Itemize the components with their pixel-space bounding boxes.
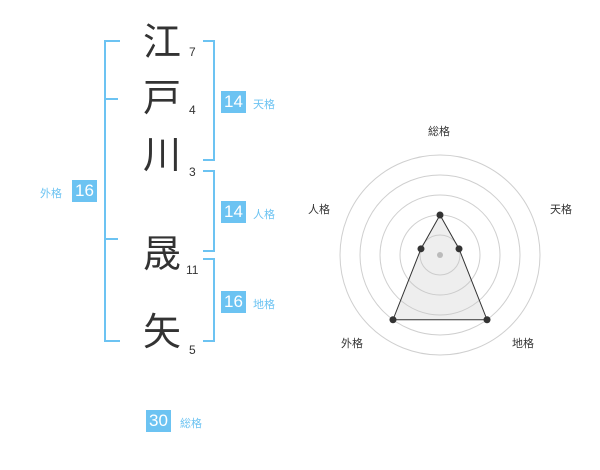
chikaku-badge: 16 bbox=[221, 291, 246, 313]
radar-point-1 bbox=[436, 211, 444, 219]
gaikaku-bracket bbox=[104, 40, 120, 342]
name-char-2: 戸 bbox=[142, 76, 181, 120]
radar-point-3 bbox=[483, 316, 491, 324]
name-char-5: 矢 bbox=[142, 310, 181, 354]
stroke-count-2: 4 bbox=[189, 103, 196, 117]
tenkaku-label: 天格 bbox=[253, 98, 275, 111]
name-char-3: 川 bbox=[142, 133, 181, 177]
radar-center bbox=[437, 252, 443, 258]
radar-point-5 bbox=[417, 245, 425, 253]
chikaku-label: 地格 bbox=[253, 298, 275, 311]
tenkaku-bracket bbox=[203, 40, 215, 161]
tenkaku-badge: 14 bbox=[221, 91, 246, 113]
stroke-count-1: 7 bbox=[189, 45, 196, 59]
radar-axis-label-tenkaku: 天格 bbox=[550, 203, 572, 216]
name-char-4: 晟 bbox=[142, 232, 181, 276]
radar-point-4 bbox=[389, 316, 397, 324]
chikaku-bracket bbox=[203, 258, 215, 342]
radar-ring bbox=[419, 234, 461, 276]
radar-polygon bbox=[392, 213, 488, 321]
radar-axis-label-chikaku: 地格 bbox=[512, 337, 534, 350]
radar-ring bbox=[339, 154, 541, 356]
gaikaku-badge: 16 bbox=[72, 180, 97, 202]
radar-point-2 bbox=[455, 245, 463, 253]
gaikaku-tick-top bbox=[104, 98, 118, 100]
radar-axis-label-gaikaku: 外格 bbox=[341, 337, 363, 350]
jinkaku-label: 人格 bbox=[253, 208, 275, 221]
radar-ring bbox=[379, 194, 501, 316]
radar-ring bbox=[359, 174, 521, 336]
jinkaku-bracket bbox=[203, 170, 215, 252]
name-char-1: 江 bbox=[142, 20, 181, 64]
stroke-count-3: 3 bbox=[189, 165, 196, 179]
gaikaku-tick-bottom bbox=[104, 238, 118, 240]
gaikaku-label: 外格 bbox=[40, 187, 62, 200]
soukaku-label: 総格 bbox=[180, 417, 202, 430]
radar-axis-label-soukaku: 総格 bbox=[428, 125, 450, 138]
jinkaku-badge: 14 bbox=[221, 201, 246, 223]
soukaku-badge: 30 bbox=[146, 410, 171, 432]
radar-axis-label-jinkaku: 人格 bbox=[308, 203, 330, 216]
stroke-count-5: 5 bbox=[189, 343, 196, 357]
stroke-count-4: 11 bbox=[186, 263, 199, 277]
